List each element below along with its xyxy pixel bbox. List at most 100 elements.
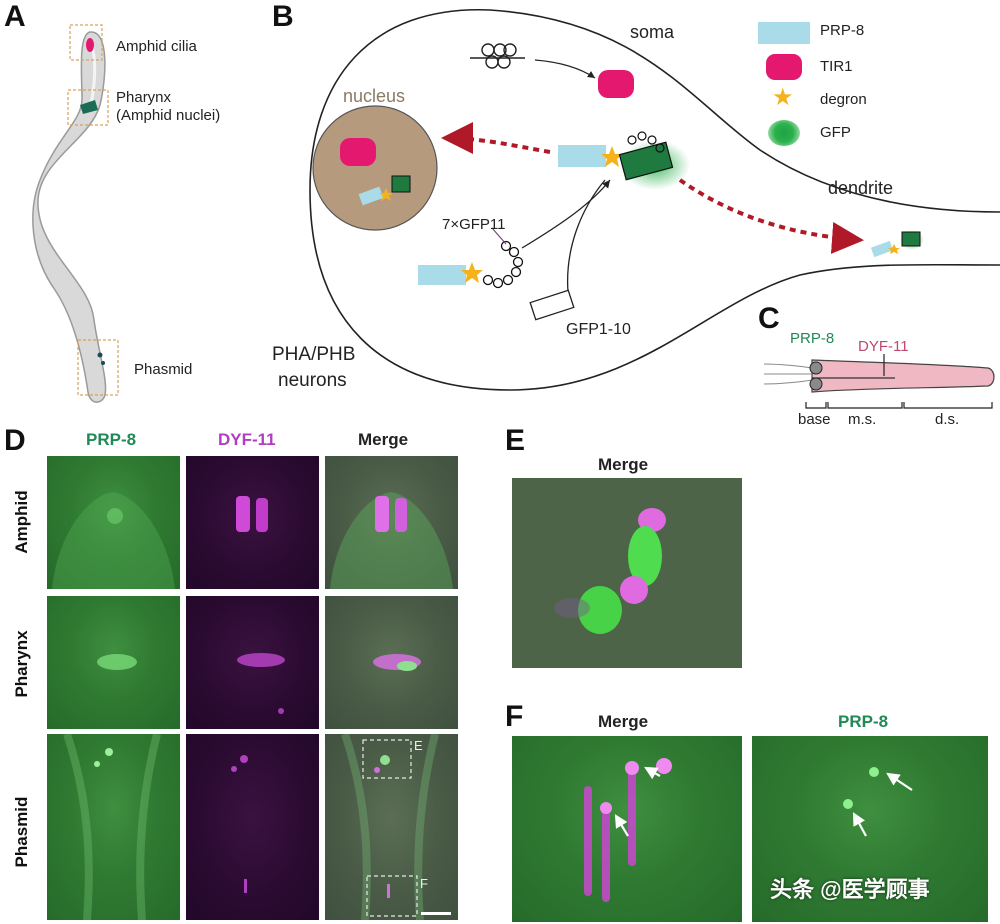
scale-bar [421, 912, 451, 915]
label-gfp11: 7×GFP11 [442, 216, 506, 233]
label-phasmid: Phasmid [134, 361, 193, 378]
cilium-body [811, 359, 995, 393]
label-c-ds: d.s. [935, 411, 960, 428]
d-pharynx-dyf11 [186, 596, 319, 729]
legend-gfp-swatch [768, 120, 800, 146]
phasmid-box [77, 339, 119, 396]
neuron-outline [309, 9, 1000, 391]
worm-diagram [32, 24, 119, 403]
pharynx-marker [80, 100, 98, 114]
legend-prp8-swatch [758, 22, 810, 44]
label-c-dyf11: DYF-11 [858, 338, 909, 355]
f-merge-arrow-2 [614, 814, 629, 837]
f-merge-image [512, 736, 742, 922]
amphid-box [69, 24, 103, 61]
cilium-axons [763, 363, 813, 385]
d-phasmid-dyf11 [186, 734, 319, 920]
box-e [362, 739, 412, 779]
assembly-arrow-2 [566, 179, 606, 293]
e-merge-image [512, 478, 742, 668]
tir1-cytoplasm [598, 70, 634, 98]
star-icon: ★ [772, 84, 794, 111]
bracket-ms [827, 402, 903, 409]
col-header-merge: Merge [358, 430, 409, 449]
label-dendrite: dendrite [828, 178, 894, 198]
label-c-prp8: PRP-8 [790, 330, 835, 347]
phasmid-dot-1 [97, 352, 103, 358]
panel-label-a: A [4, 0, 26, 33]
assembly-arrow-1 [521, 179, 611, 249]
nucleus [312, 105, 438, 231]
box-label-e: E [414, 738, 423, 753]
dendrite-prp8 [870, 240, 894, 258]
dendrite-gfp [901, 231, 921, 247]
f-prp8-image [752, 736, 988, 922]
d-pharynx-merge [325, 596, 458, 729]
legend-prp8-label: PRP-8 [820, 22, 865, 39]
gfp11-pointer [491, 227, 507, 245]
col-header-dyf11: DYF-11 [218, 430, 276, 449]
box-label-f: F [420, 876, 428, 891]
label-soma: soma [630, 22, 675, 42]
label-pharynx: Pharynx [116, 89, 172, 106]
d-phasmid-merge [325, 734, 458, 920]
center-star [601, 146, 623, 167]
gfp1-10-box [529, 289, 575, 321]
arrow-to-dendrite [678, 178, 864, 254]
gene-arrow [534, 59, 596, 79]
gfp11-prp8 [418, 265, 466, 285]
f-merge-arrow-1 [644, 766, 661, 780]
nucleus-star [379, 188, 393, 201]
label-amphid-cilia: Amphid cilia [116, 38, 197, 55]
panel-label-f: F [505, 700, 524, 733]
box-f [366, 875, 418, 917]
basal-body-2 [809, 377, 823, 391]
panel-label-d: D [4, 424, 26, 457]
legend-tir1-swatch [766, 54, 802, 80]
legend-gfp-label: GFP [820, 124, 851, 141]
label-c-ms: m.s. [848, 411, 877, 428]
row-label-phasmid: Phasmid [12, 796, 31, 868]
gene-coil [481, 43, 517, 69]
pharynx-box [67, 89, 109, 126]
d-pharynx-prp8 [47, 596, 180, 729]
neuron-schematic [309, 9, 1000, 391]
nucleus-tir1 [340, 138, 376, 166]
panel-label-c: C [758, 302, 780, 335]
label-c-base: base [798, 411, 831, 428]
legend: PRP-8 TIR1 ★ degron GFP [758, 14, 958, 154]
f-prp8-arrow-2 [852, 812, 867, 837]
dendrite-star [888, 244, 900, 254]
gfp11-star [461, 262, 483, 283]
row-label-pharynx: Pharynx [12, 630, 31, 698]
label-pha-phb: PHA/PHB [272, 344, 356, 365]
gfp11-chain [482, 240, 524, 289]
legend-tir1-label: TIR1 [820, 58, 853, 75]
nucleus-prp8 [358, 186, 384, 206]
d-phasmid-prp8 [47, 734, 180, 920]
nucleus-gfp [391, 175, 411, 193]
d-amphid-dyf11 [186, 456, 319, 589]
f-title-merge: Merge [598, 712, 649, 731]
watermark: 头条 @医学顾事 [770, 877, 930, 902]
bracket-ds [903, 402, 993, 409]
d-amphid-prp8 [47, 456, 180, 589]
legend-degron-label: degron [820, 91, 867, 108]
label-amphid-nuclei: (Amphid nuclei) [116, 107, 221, 124]
d-amphid-merge [325, 456, 458, 589]
bracket-base [805, 402, 827, 409]
f-title-prp8: PRP-8 [838, 712, 889, 731]
center-prp8 [558, 145, 606, 167]
cilium-diagram [763, 354, 995, 409]
e-title: Merge [598, 455, 649, 474]
panel-label-b: B [272, 0, 294, 33]
row-label-amphid: Amphid [12, 490, 31, 554]
label-gfp1-10: GFP1-10 [566, 321, 631, 338]
arrow-to-nucleus [441, 122, 551, 155]
col-header-prp8: PRP-8 [86, 430, 137, 449]
label-neurons: neurons [278, 370, 347, 391]
amphid-cilia-marker [86, 38, 94, 52]
basal-body-1 [809, 361, 823, 375]
f-prp8-arrow-1 [886, 772, 913, 791]
panel-label-e: E [505, 424, 526, 457]
